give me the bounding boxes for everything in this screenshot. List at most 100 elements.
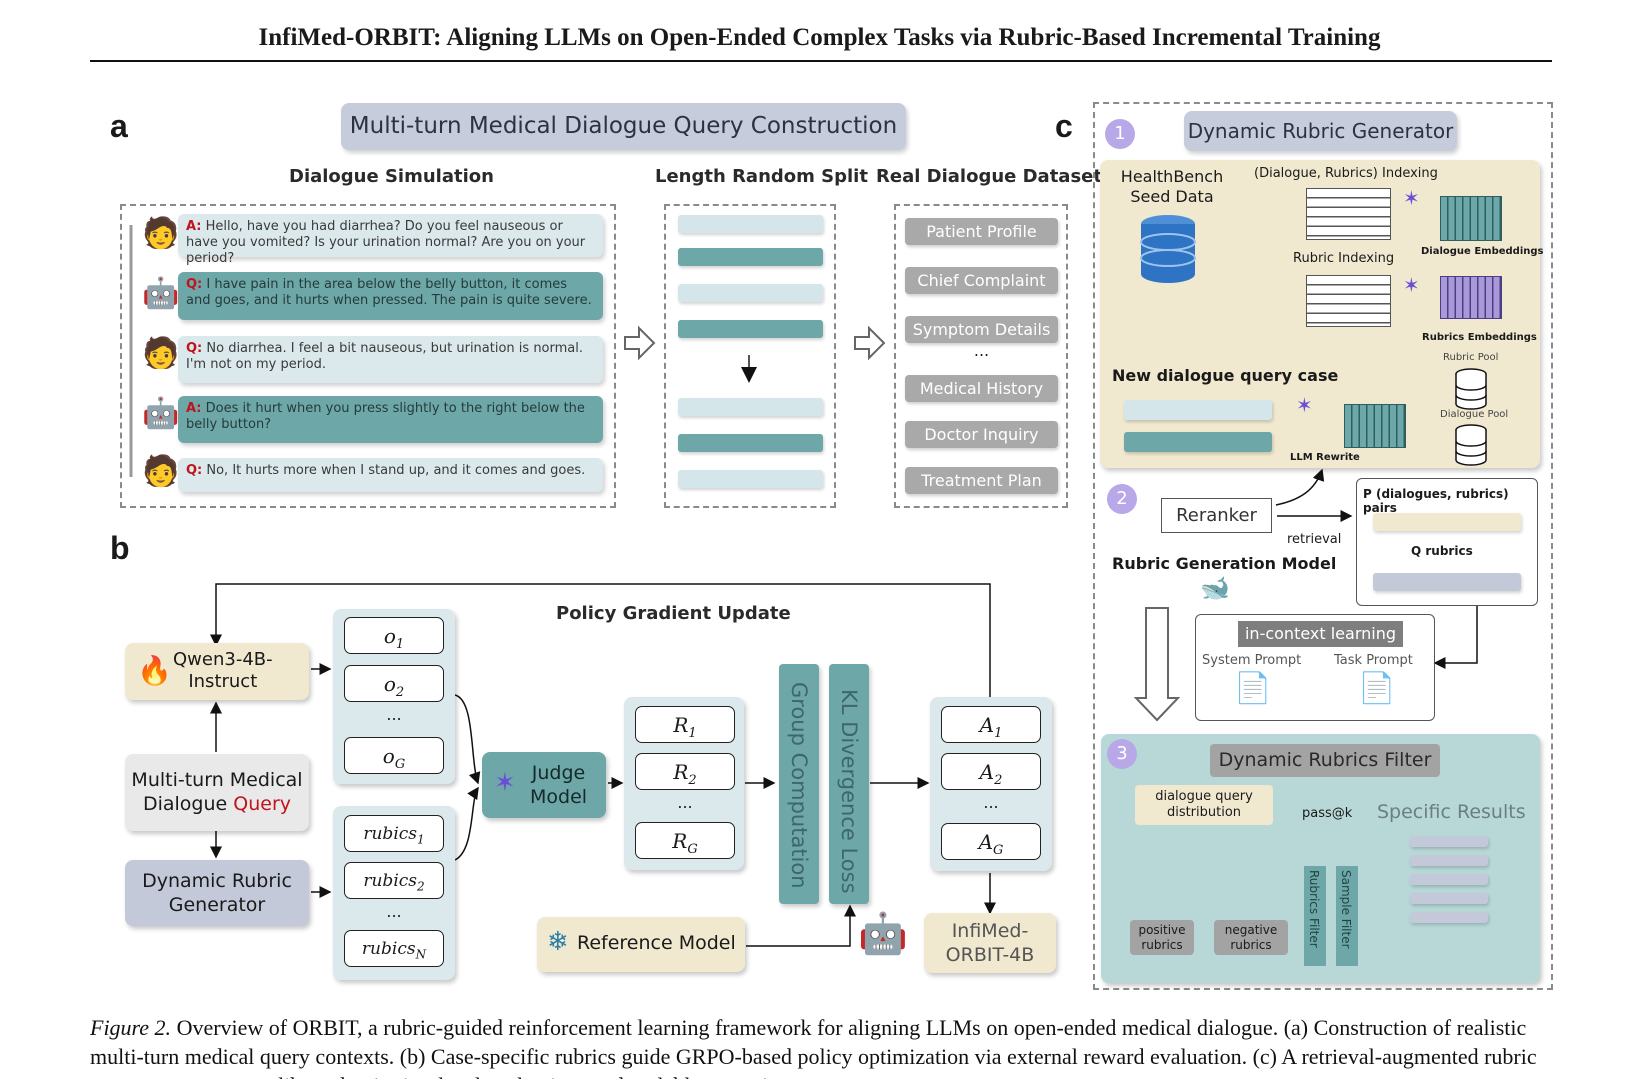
snowflake-icon: ❄ [547, 927, 569, 957]
rubrics-filter-bar: Rubrics Filter [1304, 866, 1326, 966]
dialogue-turn: A: Hello, have you had diarrhea? Do you … [178, 214, 603, 266]
new-case-label: New dialogue query case [1112, 366, 1339, 385]
output-box: o2 [344, 665, 444, 702]
database-icon [1140, 214, 1196, 284]
advantages-panel: A1 A2 ... AG [930, 697, 1052, 871]
rubric-pool-label: Rubric Pool [1443, 352, 1499, 363]
rubric-index-label: Rubric Indexing [1293, 251, 1395, 266]
paper-header: InfiMed-ORBIT: Aligning LLMs on Open-End… [258, 24, 1381, 51]
split-to-real-arrow [854, 325, 886, 361]
rubrics-panel: rubics1 rubics2 ... rubicsN [333, 806, 455, 980]
result-bar [1410, 874, 1488, 885]
rewards-panel: R1 R2 ... RG [624, 697, 744, 870]
embed-star-icon: ✶ [1403, 186, 1420, 210]
rubric-box: rubics2 [344, 862, 444, 899]
output-box: o1 [344, 617, 444, 654]
outputs-panel: o1 o2 ... oG [333, 609, 455, 784]
positive-rubrics-tag: positive rubrics [1130, 920, 1194, 955]
negative-rubrics-tag: negative rubrics [1214, 920, 1288, 955]
split-heading: Length Random Split [655, 166, 868, 187]
dialogue-sim-box [120, 204, 616, 508]
rubric-box: rubics1 [344, 815, 444, 852]
sim-to-split-arrow [624, 325, 656, 361]
panel-c-label: c [1055, 108, 1073, 144]
embed-star-icon: ✶ [1403, 273, 1420, 297]
index-stack [1306, 188, 1391, 240]
robot-doctor-icon: 🤖 [142, 276, 180, 311]
segment-bar [678, 470, 823, 488]
case-bar [1124, 400, 1272, 420]
step-3-badge: 3 [1107, 739, 1137, 769]
segment-bar [678, 248, 823, 266]
specific-results-label: Specific Results [1377, 801, 1526, 823]
policy-update-label: Policy Gradient Update [556, 603, 791, 624]
case-bar [1124, 432, 1272, 452]
whale-icon: 🐋 [1200, 574, 1230, 602]
segment-bar [678, 320, 823, 338]
panel-a-label: a [110, 108, 128, 144]
inquiry-tag: Doctor Inquiry [905, 421, 1058, 448]
split-box [664, 204, 836, 508]
rubric-generator-box: Dynamic Rubric Generator [125, 860, 309, 926]
reward-box: RG [635, 822, 735, 859]
ellipsis: ... [386, 705, 402, 724]
dialogue-turn: Q: No, It hurts more when I stand up, an… [178, 458, 603, 492]
policy-model-box: 🔥 Qwen3-4B- Instruct [125, 643, 309, 700]
group-computation-bar: Group Computation [779, 664, 819, 904]
dialogue-pool-label: Dialogue Pool [1440, 409, 1509, 420]
segment-bar [678, 398, 823, 416]
document-icon: 📄 [1358, 671, 1396, 706]
panel-b-label: b [110, 530, 130, 566]
document-icon: 📄 [1234, 671, 1272, 706]
judge-star-icon: ✶ [494, 768, 516, 798]
policy-model-label: Qwen3-4B- Instruct [173, 649, 273, 692]
gen-model-label: Rubric Generation Model [1112, 554, 1337, 573]
panel-a-title: Multi-turn Medical Dialogue Query Constr… [341, 103, 906, 150]
policy-update-line [215, 583, 991, 697]
dialogue-turn: Q: I have pain in the area below the bel… [178, 272, 603, 320]
sim-heading: Dialogue Simulation [289, 166, 494, 187]
ellipsis: ... [677, 793, 693, 812]
result-bar [1410, 912, 1488, 923]
segment-bar [678, 284, 823, 302]
final-model-box: InfiMed- ORBIT-4B [924, 913, 1056, 973]
reference-model-box: ❄ Reference Model [537, 917, 745, 972]
retrieved-pairs-box: P (dialogues, rubrics) pairs Q rubrics [1356, 478, 1538, 606]
patient-avatar-icon: 🧑 [142, 454, 180, 489]
kl-divergence-bar: KL Divergence Loss [829, 664, 869, 904]
result-bar [1410, 893, 1488, 904]
ellipsis: ... [983, 793, 999, 812]
seed-data-label: HealthBench Seed Data [1120, 167, 1224, 206]
result-bar [1410, 836, 1488, 847]
generation-down-arrow [1133, 607, 1181, 722]
distribution-label: dialogue query distribution [1135, 785, 1273, 825]
index-stack [1306, 275, 1391, 327]
plan-tag: Treatment Plan [905, 467, 1058, 494]
pair-index-label: (Dialogue, Rubrics) Indexing [1254, 166, 1438, 181]
retrieval-label: retrieval [1287, 532, 1342, 547]
complaint-tag: Chief Complaint [905, 267, 1058, 294]
rewrite-star-icon: ✶ [1296, 393, 1313, 417]
step-2-badge: 2 [1107, 484, 1137, 514]
dialogue-turn: Q: No diarrhea. I feel a bit nauseous, b… [178, 336, 603, 383]
rubric-embedding-grid [1440, 276, 1502, 319]
advantage-box: A1 [941, 706, 1041, 743]
header-rule [90, 60, 1552, 62]
flame-icon: 🔥 [137, 654, 172, 687]
reward-box: R2 [635, 753, 735, 790]
advantage-box: AG [941, 823, 1041, 860]
output-box: oG [344, 737, 444, 774]
patient-avatar-icon: 🧑 [142, 336, 180, 371]
sample-filter-bar: Sample Filter [1336, 866, 1358, 966]
step-1-badge: 1 [1105, 119, 1135, 149]
dialogue-emb-label: Dialogue Embeddings [1421, 246, 1544, 257]
judge-model-box: ✶ Judge Model [482, 752, 606, 818]
passk-label: pass@k [1302, 806, 1353, 821]
dialogue-embedding-grid [1440, 196, 1502, 241]
dialogue-pool-icon [1454, 424, 1488, 466]
segment-bar [678, 434, 823, 452]
ellipsis: ... [386, 902, 402, 921]
symptom-tag: Symptom Details [905, 316, 1058, 343]
robot-doctor-icon: 🤖 [858, 911, 908, 957]
